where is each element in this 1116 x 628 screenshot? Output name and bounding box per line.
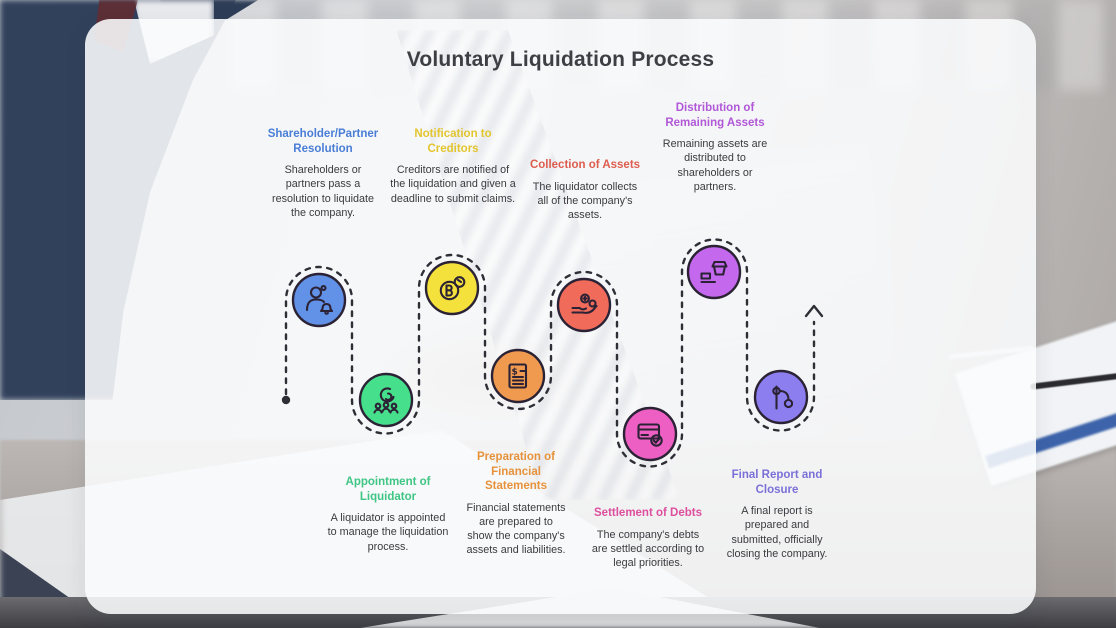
flow-end-arrow-icon xyxy=(804,304,824,318)
giving-box-icon xyxy=(700,260,728,284)
step-appointment-of-liquidator: Appointment of Liquidator A liquidator i… xyxy=(320,475,456,554)
card-check-icon xyxy=(637,423,663,447)
step-settlement-of-debts: Settlement of Debts The company's debts … xyxy=(586,506,710,570)
page-title: Voluntary Liquidation Process xyxy=(406,48,715,71)
step-distribution-of-remaining-assets: Distribution of Remaining Assets Remaini… xyxy=(653,101,777,194)
step-title: Shareholder/Partner Resolution xyxy=(267,128,379,155)
step-description: A final report is prepared and submitted… xyxy=(726,505,828,560)
circle-collection-of-assets xyxy=(556,277,612,333)
step-description: Creditors are notified of the liquidatio… xyxy=(390,164,516,205)
circle-preparation-of-financial-statements: $ xyxy=(490,348,546,404)
step-title: Settlement of Debts xyxy=(594,507,702,519)
financial-document-icon: $ xyxy=(508,363,528,389)
hand-coins-icon xyxy=(571,293,598,314)
step-title: Collection of Assets xyxy=(529,159,641,171)
step-description: The company's debts are settled accordin… xyxy=(591,528,705,569)
milestone-branch-icon xyxy=(772,385,794,410)
svg-text:$: $ xyxy=(512,368,518,378)
person-bell-icon xyxy=(305,284,334,315)
step-title: Final Report and Closure xyxy=(731,469,823,496)
step-collection-of-assets: Collection of Assets The liquidator coll… xyxy=(528,158,642,222)
speaker-audience-icon xyxy=(373,387,399,414)
step-description: Shareholders or partners pass a resoluti… xyxy=(271,164,375,219)
coins-icon xyxy=(439,276,466,301)
circle-settlement-of-debts xyxy=(622,406,678,462)
step-description: The liquidator collects all of the compa… xyxy=(532,180,638,221)
flow-start-dot xyxy=(281,395,291,405)
circle-distribution-of-remaining-assets xyxy=(686,244,742,300)
step-preparation-of-financial-statements: Preparation of Financial Statements Fina… xyxy=(459,450,573,557)
step-notification-to-creditors: Notification to Creditors Creditors are … xyxy=(390,127,516,206)
circle-notification-to-creditors xyxy=(424,260,480,316)
circle-shareholder-resolution xyxy=(291,272,347,328)
step-title: Notification to Creditors xyxy=(414,128,492,155)
step-description: Remaining assets are distributed to shar… xyxy=(662,138,768,193)
step-shareholder-partner-resolution: Shareholder/Partner Resolution Sharehold… xyxy=(256,127,390,220)
step-title: Distribution of Remaining Assets xyxy=(665,102,765,129)
step-title: Preparation of Financial Statements xyxy=(477,451,555,493)
step-final-report-and-closure: Final Report and Closure A final report … xyxy=(712,468,842,561)
step-title: Appointment of Liquidator xyxy=(345,476,431,503)
step-description: A liquidator is appointed to manage the … xyxy=(327,512,449,553)
circle-appointment-of-liquidator xyxy=(358,372,414,428)
step-description: Financial statements are prepared to sho… xyxy=(466,502,566,557)
circle-final-report-and-closure xyxy=(753,369,809,425)
